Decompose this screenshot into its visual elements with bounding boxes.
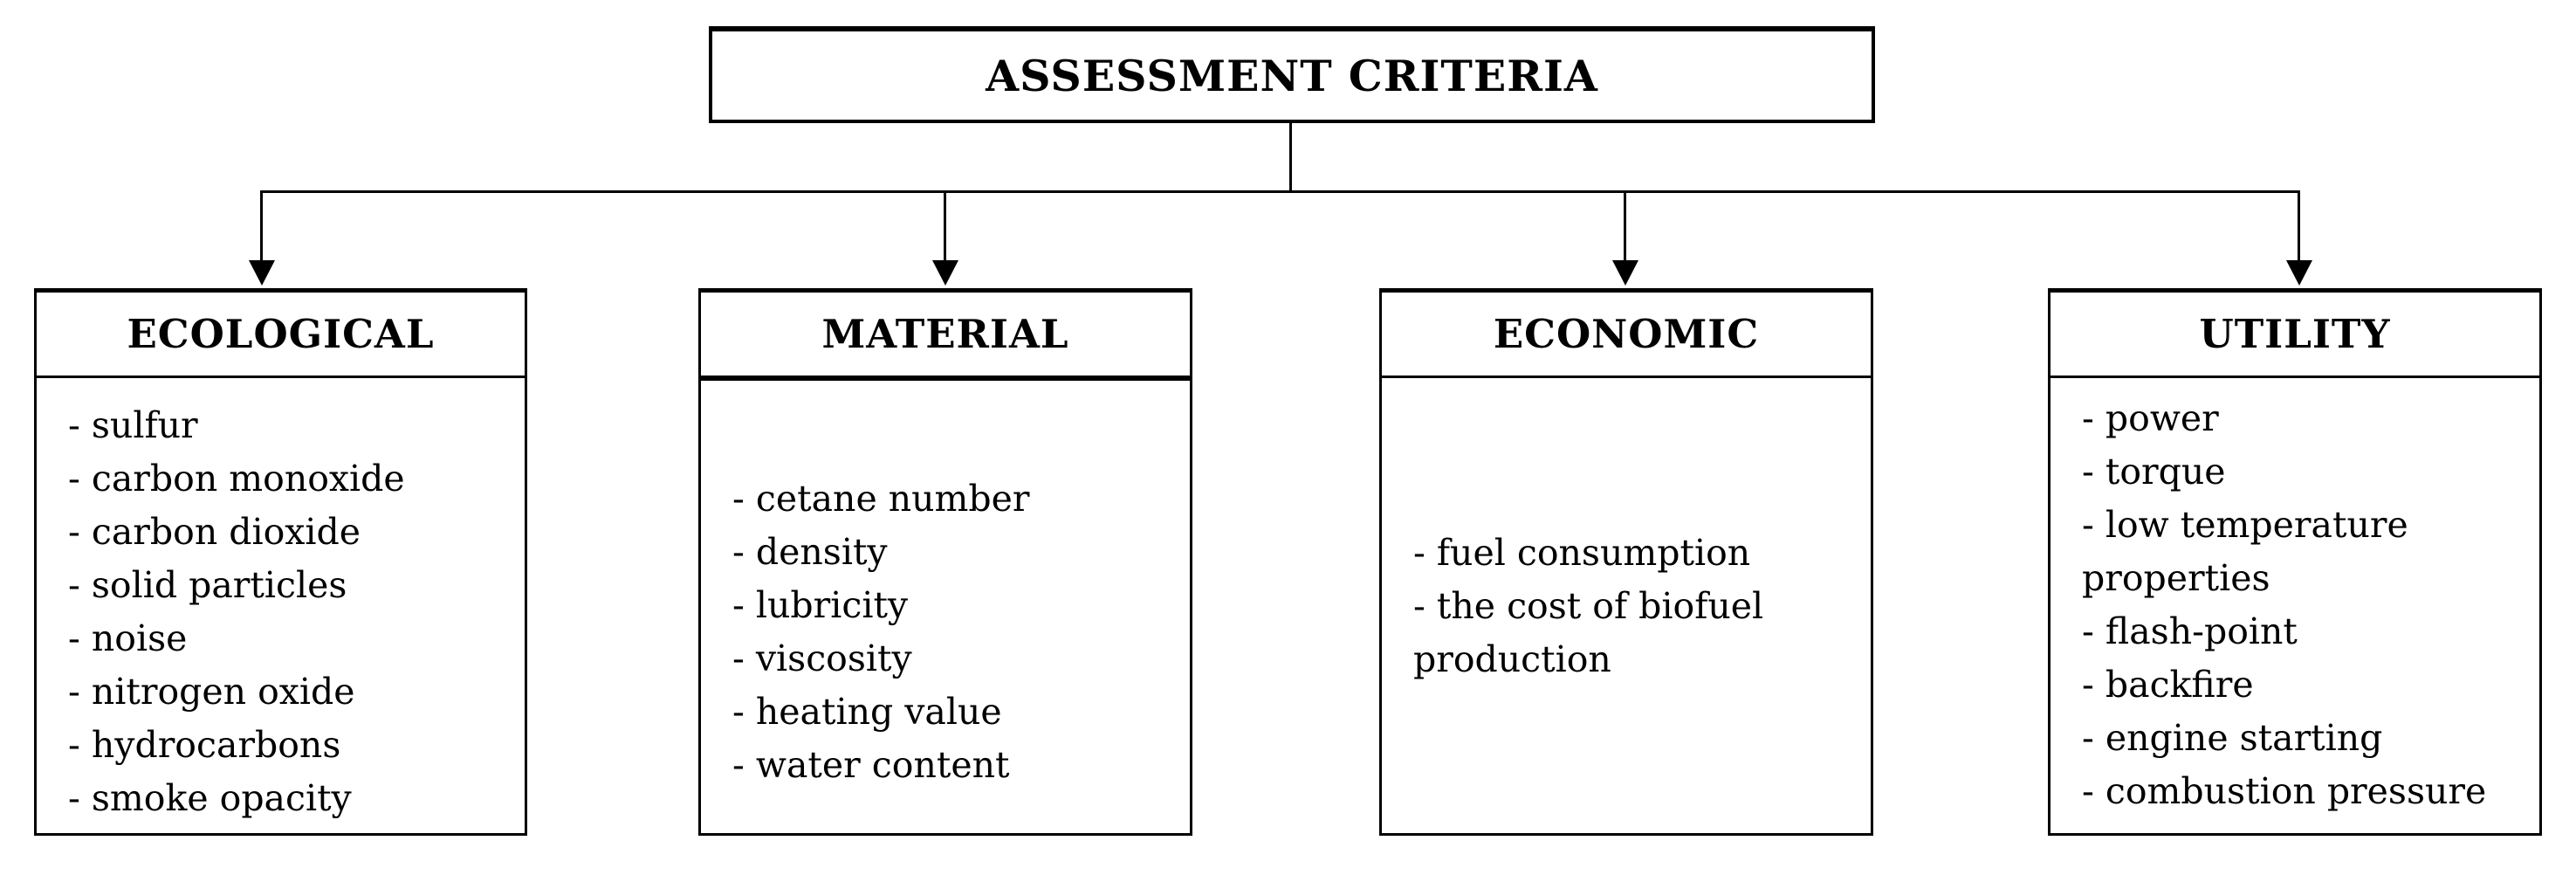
branch-label: ECONOMIC [1493,311,1760,357]
connector-arrow-material [932,190,958,288]
branch-item-list: - power - torque - low temperature prope… [2050,378,2539,818]
list-item: - torque [2082,451,2226,493]
arrow-shaft [2298,190,2300,262]
connector-arrow-utility [2286,190,2312,288]
arrow-head-icon [932,260,958,286]
branch-box-ecological: ECOLOGICAL - sulfur - carbon monoxide - … [34,288,527,836]
branch-header-utility: UTILITY [2050,293,2539,378]
list-item: - solid particles [68,564,347,606]
list-item: - viscosity [732,637,912,679]
list-item: - the cost of biofuel production [1413,585,1764,680]
arrow-shaft [944,190,946,262]
connector-arrow-ecological [249,190,275,288]
list-item: - low temperature properties [2082,504,2408,599]
branch-label: MATERIAL [821,311,1069,357]
list-item: - engine starting [2082,717,2383,759]
arrow-head-icon [2286,260,2312,286]
connector-arrow-economic [1612,190,1638,288]
list-item: - sulfur [68,404,198,446]
arrow-shaft [1624,190,1626,262]
branch-box-material: MATERIAL - cetane number - density - lub… [698,288,1192,836]
branch-box-utility: UTILITY - power - torque - low temperatu… [2048,288,2542,836]
root-node-label: ASSESSMENT CRITERIA [986,50,1598,101]
branch-item-list: - fuel consumption - the cost of biofuel… [1382,378,1871,686]
list-item: - flash-point [2082,610,2298,652]
arrow-head-icon [1612,260,1638,286]
list-item: - lubricity [732,584,909,626]
list-item: - combustion pressure [2082,770,2487,812]
arrow-head-icon [249,260,275,286]
list-item: - heating value [732,691,1002,733]
branch-item-list: - sulfur - carbon monoxide - carbon diox… [37,378,525,825]
list-item: - fuel consumption [1413,532,1751,574]
branch-header-material: MATERIAL [701,293,1190,381]
branch-box-economic: ECONOMIC - fuel consumption - the cost o… [1379,288,1873,836]
branch-label: UTILITY [2199,311,2391,357]
list-item: - cetane number [732,478,1030,520]
list-item: - carbon dioxide [68,511,361,553]
list-item: - noise [68,617,188,659]
list-item: - backfire [2082,664,2254,706]
branch-label: ECOLOGICAL [127,311,435,357]
connector-stem-line [1289,123,1292,190]
branch-header-ecological: ECOLOGICAL [37,293,525,378]
list-item: - density [732,531,888,573]
list-item: - water content [732,744,1010,786]
list-item: - smoke opacity [68,777,352,819]
branch-header-economic: ECONOMIC [1382,293,1871,378]
branch-item-list: - cetane number - density - lubricity - … [701,381,1190,792]
arrow-shaft [260,190,263,262]
list-item: - power [2082,397,2219,439]
list-item: - carbon monoxide [68,458,405,500]
list-item: - nitrogen oxide [68,671,355,713]
root-node-assessment-criteria: ASSESSMENT CRITERIA [709,26,1875,123]
connector-horizontal-line [261,190,2300,193]
list-item: - hydrocarbons [68,724,341,766]
